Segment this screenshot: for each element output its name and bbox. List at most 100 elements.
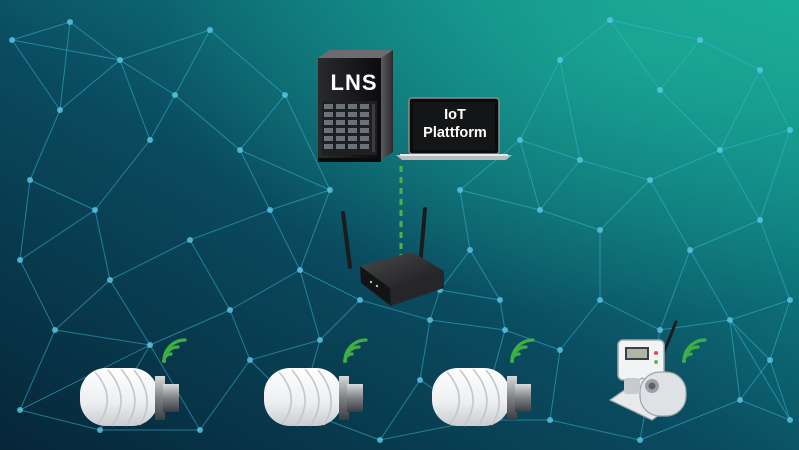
network-node	[327, 187, 333, 193]
network-link	[659, 319, 731, 331]
network-link	[729, 319, 771, 361]
network-node	[427, 317, 433, 323]
network-node	[172, 92, 178, 98]
network-node	[717, 147, 723, 153]
network-link	[269, 189, 331, 211]
network-node	[107, 277, 113, 283]
network-node	[417, 377, 423, 383]
network-node	[457, 187, 463, 193]
network-link	[699, 39, 761, 71]
network-node	[502, 327, 508, 333]
network-node	[317, 337, 323, 343]
network-node	[117, 57, 123, 63]
network-node	[467, 247, 473, 253]
network-link	[54, 279, 111, 331]
wifi-signal-icon	[682, 338, 707, 363]
network-node	[647, 177, 653, 183]
network-link	[59, 59, 121, 111]
network-link	[459, 189, 541, 211]
network-node	[557, 57, 563, 63]
network-link	[759, 129, 791, 221]
network-node	[247, 357, 253, 363]
network-node	[757, 67, 763, 73]
network-link	[719, 129, 791, 151]
network-link	[539, 209, 601, 231]
network-link	[519, 139, 581, 161]
network-link	[499, 299, 506, 331]
network-link	[319, 299, 361, 341]
network-node	[17, 407, 23, 413]
network-link	[559, 59, 581, 161]
network-link	[239, 149, 271, 211]
network-node	[207, 27, 213, 33]
network-link	[249, 339, 321, 361]
network-link	[739, 399, 791, 421]
platform-label-line-1: IoT	[444, 107, 466, 123]
network-link	[239, 149, 331, 191]
network-link	[659, 249, 691, 331]
network-node	[737, 397, 743, 403]
network-node	[637, 437, 643, 443]
network-link	[379, 379, 421, 441]
network-link	[19, 179, 31, 261]
platform-label: IoT Plattform	[414, 106, 496, 142]
network-link	[649, 149, 721, 181]
network-link	[539, 159, 581, 211]
network-node	[757, 217, 763, 223]
network-link	[229, 269, 301, 311]
radiator-thermostat-icon	[264, 368, 363, 427]
network-link	[459, 139, 521, 191]
network-link	[549, 419, 641, 441]
network-node	[282, 92, 288, 98]
network-link	[11, 39, 61, 111]
radiator-thermostat-icon	[432, 368, 531, 427]
network-link	[719, 149, 761, 221]
network-link	[174, 29, 211, 96]
network-link	[269, 209, 301, 271]
network-node	[787, 417, 793, 423]
network-link	[209, 29, 286, 96]
network-node	[267, 207, 273, 213]
network-node	[787, 297, 793, 303]
network-link	[29, 179, 96, 211]
network-node	[27, 177, 33, 183]
network-link	[519, 139, 541, 211]
network-link	[689, 249, 731, 321]
network-link	[19, 209, 96, 261]
network-node	[577, 157, 583, 163]
network-node	[607, 17, 613, 23]
router-icon	[341, 207, 444, 306]
network-link	[429, 319, 506, 331]
network-node	[17, 257, 23, 263]
network-node	[147, 342, 153, 348]
network-link	[199, 359, 251, 431]
network-node	[767, 357, 773, 363]
network-link	[29, 109, 61, 181]
network-node	[377, 437, 383, 443]
network-link	[189, 209, 271, 241]
network-node	[787, 127, 793, 133]
server-label: LNS	[330, 70, 378, 95]
network-link	[299, 189, 331, 271]
network-link	[729, 299, 791, 321]
network-link	[239, 94, 286, 151]
network-link	[149, 309, 231, 346]
network-mesh	[9, 17, 793, 443]
network-node	[297, 267, 303, 273]
network-link	[109, 239, 191, 281]
network-link	[189, 239, 231, 311]
network-link	[429, 289, 441, 321]
network-node	[57, 107, 63, 113]
network-link	[769, 299, 791, 361]
network-node	[92, 207, 98, 213]
network-link	[609, 19, 701, 41]
network-link	[109, 279, 151, 346]
network-link	[609, 19, 661, 91]
network-link	[689, 219, 761, 251]
network-link	[94, 139, 151, 211]
network-link	[119, 29, 211, 61]
network-link	[69, 21, 121, 61]
network-link	[119, 59, 176, 96]
